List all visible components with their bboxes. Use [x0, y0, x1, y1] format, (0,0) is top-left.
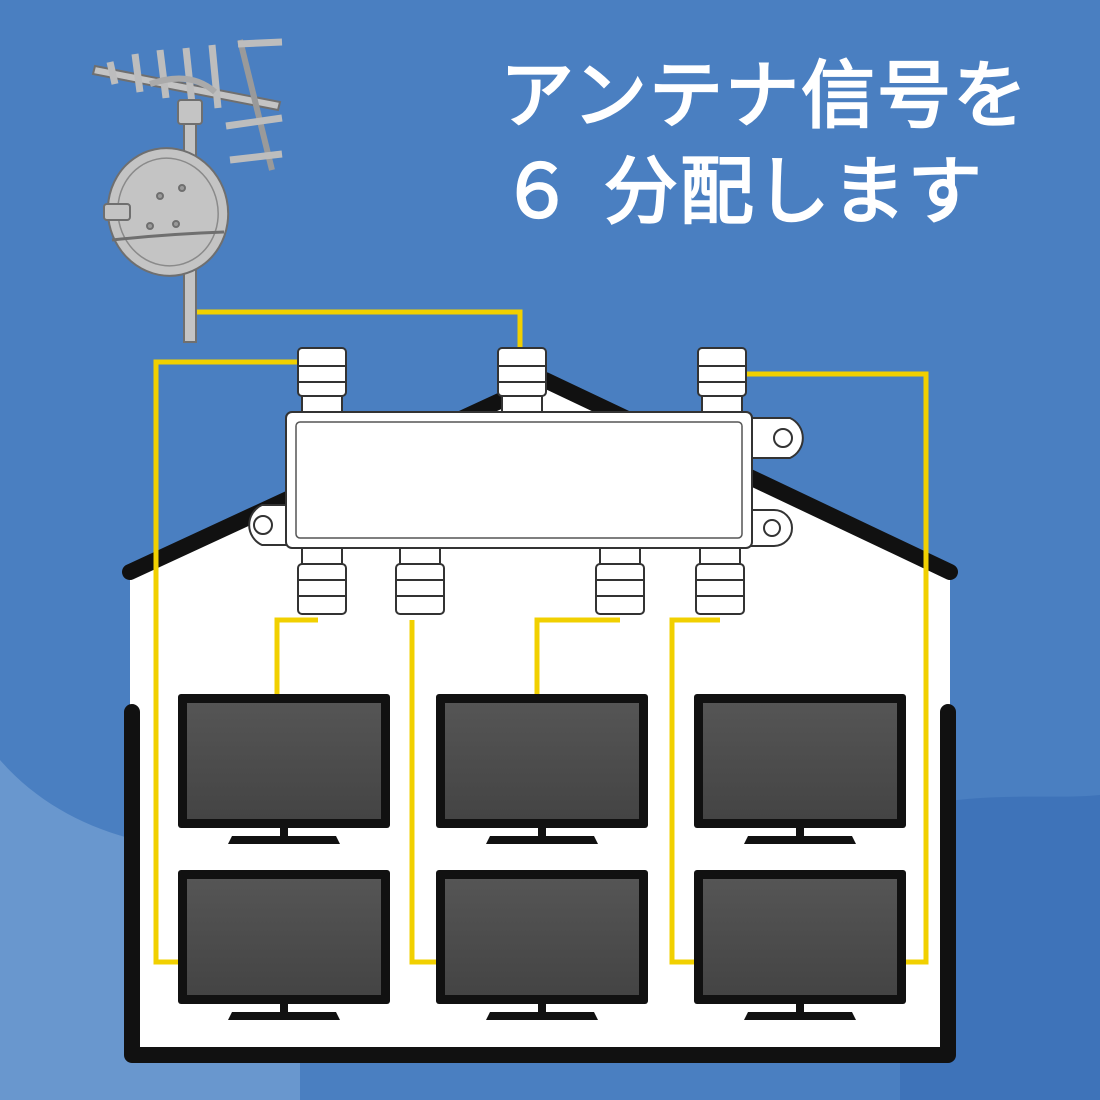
- television-icon: [178, 694, 390, 844]
- tv-stand-base: [486, 836, 598, 844]
- splitter-input-port: [497, 347, 547, 415]
- splitter-output-port: [595, 547, 645, 615]
- cable-out-3: [534, 617, 620, 697]
- tv-stand-base: [228, 836, 340, 844]
- splitter-input-port: [297, 347, 347, 415]
- splitter-output-port: [695, 547, 745, 615]
- splitter-body-panel: [295, 421, 743, 539]
- tv-stand-neck: [538, 828, 546, 836]
- splitter-mount-ear-right-bottom: [747, 509, 793, 547]
- television-icon: [694, 694, 906, 844]
- cable-out-4: [669, 617, 720, 965]
- headline-line-2: ６ 分配します: [500, 149, 984, 235]
- splitter-body: [285, 411, 753, 549]
- television-icon: [436, 870, 648, 1020]
- television-icon: [694, 870, 906, 1020]
- tv-screen: [187, 703, 381, 819]
- splitter-mount-ear-right: [739, 417, 804, 459]
- tv-stand-neck: [280, 828, 288, 836]
- tv-stand-neck: [796, 828, 804, 836]
- tv-stand-neck: [538, 1004, 546, 1012]
- cable-left-outer: [153, 359, 300, 965]
- splitter-output-port: [395, 547, 445, 615]
- tv-stand-base: [228, 1012, 340, 1020]
- tv-screen: [445, 879, 639, 995]
- television-icon: [436, 694, 648, 844]
- cable-out-1: [274, 617, 318, 697]
- tv-screen: [703, 879, 897, 995]
- tv-stand-neck: [280, 1004, 288, 1012]
- tv-stand-base: [744, 1012, 856, 1020]
- tv-grid: [178, 694, 906, 1020]
- uhf-antenna-and-satellite-dish-icon: [91, 38, 283, 343]
- tv-screen: [187, 879, 381, 995]
- headline-line-1: アンテナ信号を: [500, 53, 1030, 139]
- house-wall-outline: [124, 704, 956, 1063]
- tv-screen: [703, 703, 897, 819]
- tv-stand-base: [744, 836, 856, 844]
- cable-out-2: [409, 620, 438, 965]
- tv-screen: [445, 703, 639, 819]
- television-icon: [178, 870, 390, 1020]
- six-way-splitter-icon: [248, 347, 804, 615]
- cable-right-outer: [740, 371, 929, 965]
- tv-stand-neck: [796, 1004, 804, 1012]
- splitter-input-port: [697, 347, 747, 415]
- headline: アンテナ信号を ６ 分配します: [500, 48, 1029, 240]
- splitter-output-port: [297, 547, 347, 615]
- tv-stand-base: [486, 1012, 598, 1020]
- uhf-yagi-antenna: [91, 38, 283, 171]
- splitter-mount-ear-left: [248, 504, 293, 546]
- satellite-dish: [103, 147, 230, 277]
